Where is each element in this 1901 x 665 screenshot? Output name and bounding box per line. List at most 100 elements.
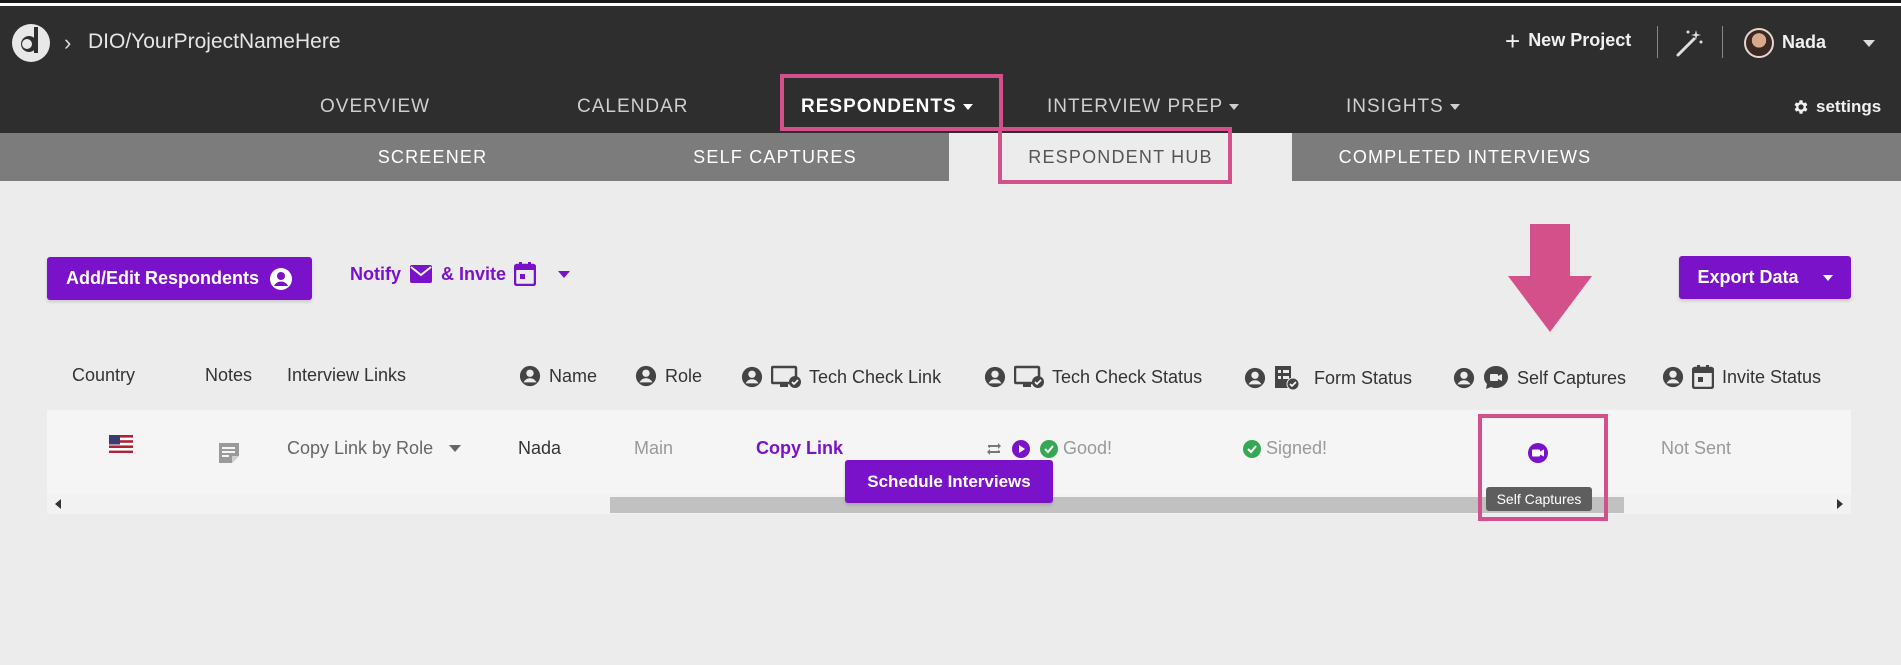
top-bar: › DIO/YourProjectNameHere + New Project … bbox=[0, 6, 1901, 133]
person-icon bbox=[1244, 367, 1266, 389]
invite-label: & Invite bbox=[441, 263, 507, 284]
respondent-name: Nada bbox=[518, 438, 562, 458]
new-project-button[interactable]: + New Project bbox=[1505, 25, 1632, 56]
person-icon bbox=[635, 365, 657, 387]
col-header-invite-status[interactable]: Invite Status bbox=[1662, 365, 1821, 389]
col-header-interview-links[interactable]: Interview Links bbox=[287, 365, 406, 386]
invite-status: Not Sent bbox=[1661, 438, 1732, 458]
schedule-label: Schedule Interviews bbox=[867, 471, 1031, 491]
caret-down-icon bbox=[1449, 103, 1460, 110]
col-header-label: Self Captures bbox=[1517, 367, 1627, 388]
nav-tab-label: CALENDAR bbox=[577, 96, 689, 117]
scroll-right-arrow-icon[interactable] bbox=[1837, 499, 1843, 509]
magic-wand-icon[interactable] bbox=[1674, 28, 1704, 58]
project-name[interactable]: DIO/YourProjectNameHere bbox=[88, 30, 341, 53]
col-header-label: Role bbox=[665, 365, 703, 386]
nav-tab-label: OVERVIEW bbox=[320, 96, 431, 117]
caret-down-icon[interactable] bbox=[558, 270, 571, 278]
col-header-role[interactable]: Role bbox=[635, 365, 702, 387]
sub-nav: SCREENER SELF CAPTURES RESPONDENT HUB CO… bbox=[0, 133, 1901, 181]
col-header-label: Name bbox=[549, 365, 598, 386]
plus-icon: + bbox=[1505, 25, 1521, 56]
tech-check-status-text: Good! bbox=[1063, 438, 1113, 458]
settings-label: settings bbox=[1816, 97, 1882, 116]
user-name[interactable]: Nada bbox=[1782, 32, 1827, 52]
breadcrumb-chevron-icon: › bbox=[64, 30, 72, 55]
person-icon bbox=[984, 366, 1006, 388]
col-header-self-captures[interactable]: Self Captures bbox=[1453, 365, 1626, 391]
nav-tab-calendar[interactable]: CALENDAR bbox=[577, 96, 688, 118]
content-area: Add/Edit Respondents Notify & Invite bbox=[0, 181, 1901, 665]
col-header-label: Invite Status bbox=[1722, 366, 1822, 387]
user-avatar[interactable] bbox=[1744, 28, 1774, 58]
form-status-cell: Signed! bbox=[1242, 438, 1327, 459]
subtab-screener[interactable]: SCREENER bbox=[377, 133, 488, 181]
copy-link-by-role-dropdown[interactable]: Copy Link by Role bbox=[287, 438, 462, 459]
dropdown-value: Copy Link by Role bbox=[287, 438, 434, 458]
add-edit-respondents-button[interactable]: Add/Edit Respondents bbox=[47, 257, 312, 300]
schedule-interviews-button[interactable]: Schedule Interviews bbox=[845, 460, 1053, 503]
self-captures-tooltip: Self Captures bbox=[1486, 487, 1592, 511]
col-header-label: Tech Check Status bbox=[1052, 366, 1203, 387]
col-header-tech-check-link[interactable]: Tech Check Link bbox=[741, 365, 941, 389]
nav-tab-label: RESPONDENTS bbox=[801, 96, 957, 117]
col-header-label: Form Status bbox=[1314, 367, 1413, 388]
play-icon[interactable] bbox=[1011, 439, 1031, 459]
subtab-self-captures[interactable]: SELF CAPTURES bbox=[690, 133, 860, 181]
person-icon bbox=[519, 365, 541, 387]
col-header-label: Tech Check Link bbox=[809, 366, 942, 387]
annotation-arrow-icon bbox=[1508, 224, 1592, 332]
computer-check-icon bbox=[1014, 365, 1044, 388]
toolbar-divider bbox=[1722, 26, 1723, 58]
person-icon bbox=[1662, 366, 1684, 388]
col-header-name[interactable]: Name bbox=[519, 365, 597, 387]
subtab-completed-interviews[interactable]: COMPLETED INTERVIEWS bbox=[1292, 133, 1638, 181]
subtab-label: SCREENER bbox=[377, 146, 488, 167]
check-circle-icon bbox=[1243, 439, 1261, 458]
user-menu-caret-icon[interactable] bbox=[1863, 40, 1875, 47]
caret-down-icon bbox=[449, 445, 462, 452]
gear-icon bbox=[1794, 100, 1808, 114]
respondent-role: Main bbox=[634, 438, 674, 458]
export-data-button[interactable]: Export Data bbox=[1679, 256, 1851, 299]
col-header-label: Notes bbox=[205, 365, 253, 385]
col-header-label: Country bbox=[72, 365, 136, 385]
scroll-left-arrow-icon[interactable] bbox=[55, 499, 61, 509]
copy-tech-check-link[interactable]: Copy Link bbox=[756, 438, 844, 458]
nav-tab-respondents[interactable]: RESPONDENTS bbox=[801, 96, 973, 118]
col-header-tech-check-status[interactable]: Tech Check Status bbox=[984, 365, 1202, 389]
app-logo-icon[interactable] bbox=[12, 24, 50, 62]
form-check-icon bbox=[1275, 366, 1300, 391]
note-icon[interactable] bbox=[217, 441, 241, 465]
calendar-icon bbox=[1692, 365, 1714, 389]
person-icon bbox=[741, 366, 763, 388]
caret-down-icon bbox=[1229, 103, 1240, 110]
scrollbar-thumb[interactable] bbox=[610, 497, 1624, 513]
computer-check-icon bbox=[771, 365, 801, 388]
repeat-icon[interactable] bbox=[985, 440, 1003, 458]
form-status-text: Signed! bbox=[1266, 438, 1328, 458]
nav-tab-interview-prep[interactable]: INTERVIEW PREP bbox=[1047, 96, 1240, 118]
notify-label: Notify bbox=[350, 263, 401, 284]
subtab-respondent-hub[interactable]: RESPONDENT HUB bbox=[949, 133, 1292, 181]
export-label: Export Data bbox=[1697, 267, 1799, 287]
tech-check-status-cell: Good! bbox=[985, 438, 1112, 459]
nav-tab-insights[interactable]: INSIGHTS bbox=[1346, 96, 1460, 118]
add-edit-label: Add/Edit Respondents bbox=[66, 268, 259, 288]
subtab-label: SELF CAPTURES bbox=[693, 146, 857, 167]
col-header-form-status[interactable]: Form Status bbox=[1244, 365, 1412, 391]
caret-down-icon bbox=[962, 103, 973, 110]
person-circle-icon bbox=[270, 267, 292, 290]
nav-tab-overview[interactable]: OVERVIEW bbox=[320, 96, 430, 118]
notify-invite-menu[interactable]: Notify & Invite bbox=[350, 262, 571, 286]
col-header-country[interactable]: Country bbox=[72, 365, 135, 386]
self-capture-video-icon[interactable] bbox=[1527, 442, 1549, 464]
us-flag-icon bbox=[109, 435, 133, 453]
toolbar-divider bbox=[1657, 26, 1658, 58]
new-project-label: New Project bbox=[1528, 30, 1632, 50]
caret-down-icon bbox=[1822, 274, 1833, 281]
settings-button[interactable]: settings bbox=[1792, 97, 1881, 117]
video-chat-icon bbox=[1484, 366, 1508, 389]
nav-tab-label: INTERVIEW PREP bbox=[1047, 96, 1224, 117]
col-header-notes[interactable]: Notes bbox=[205, 365, 252, 386]
